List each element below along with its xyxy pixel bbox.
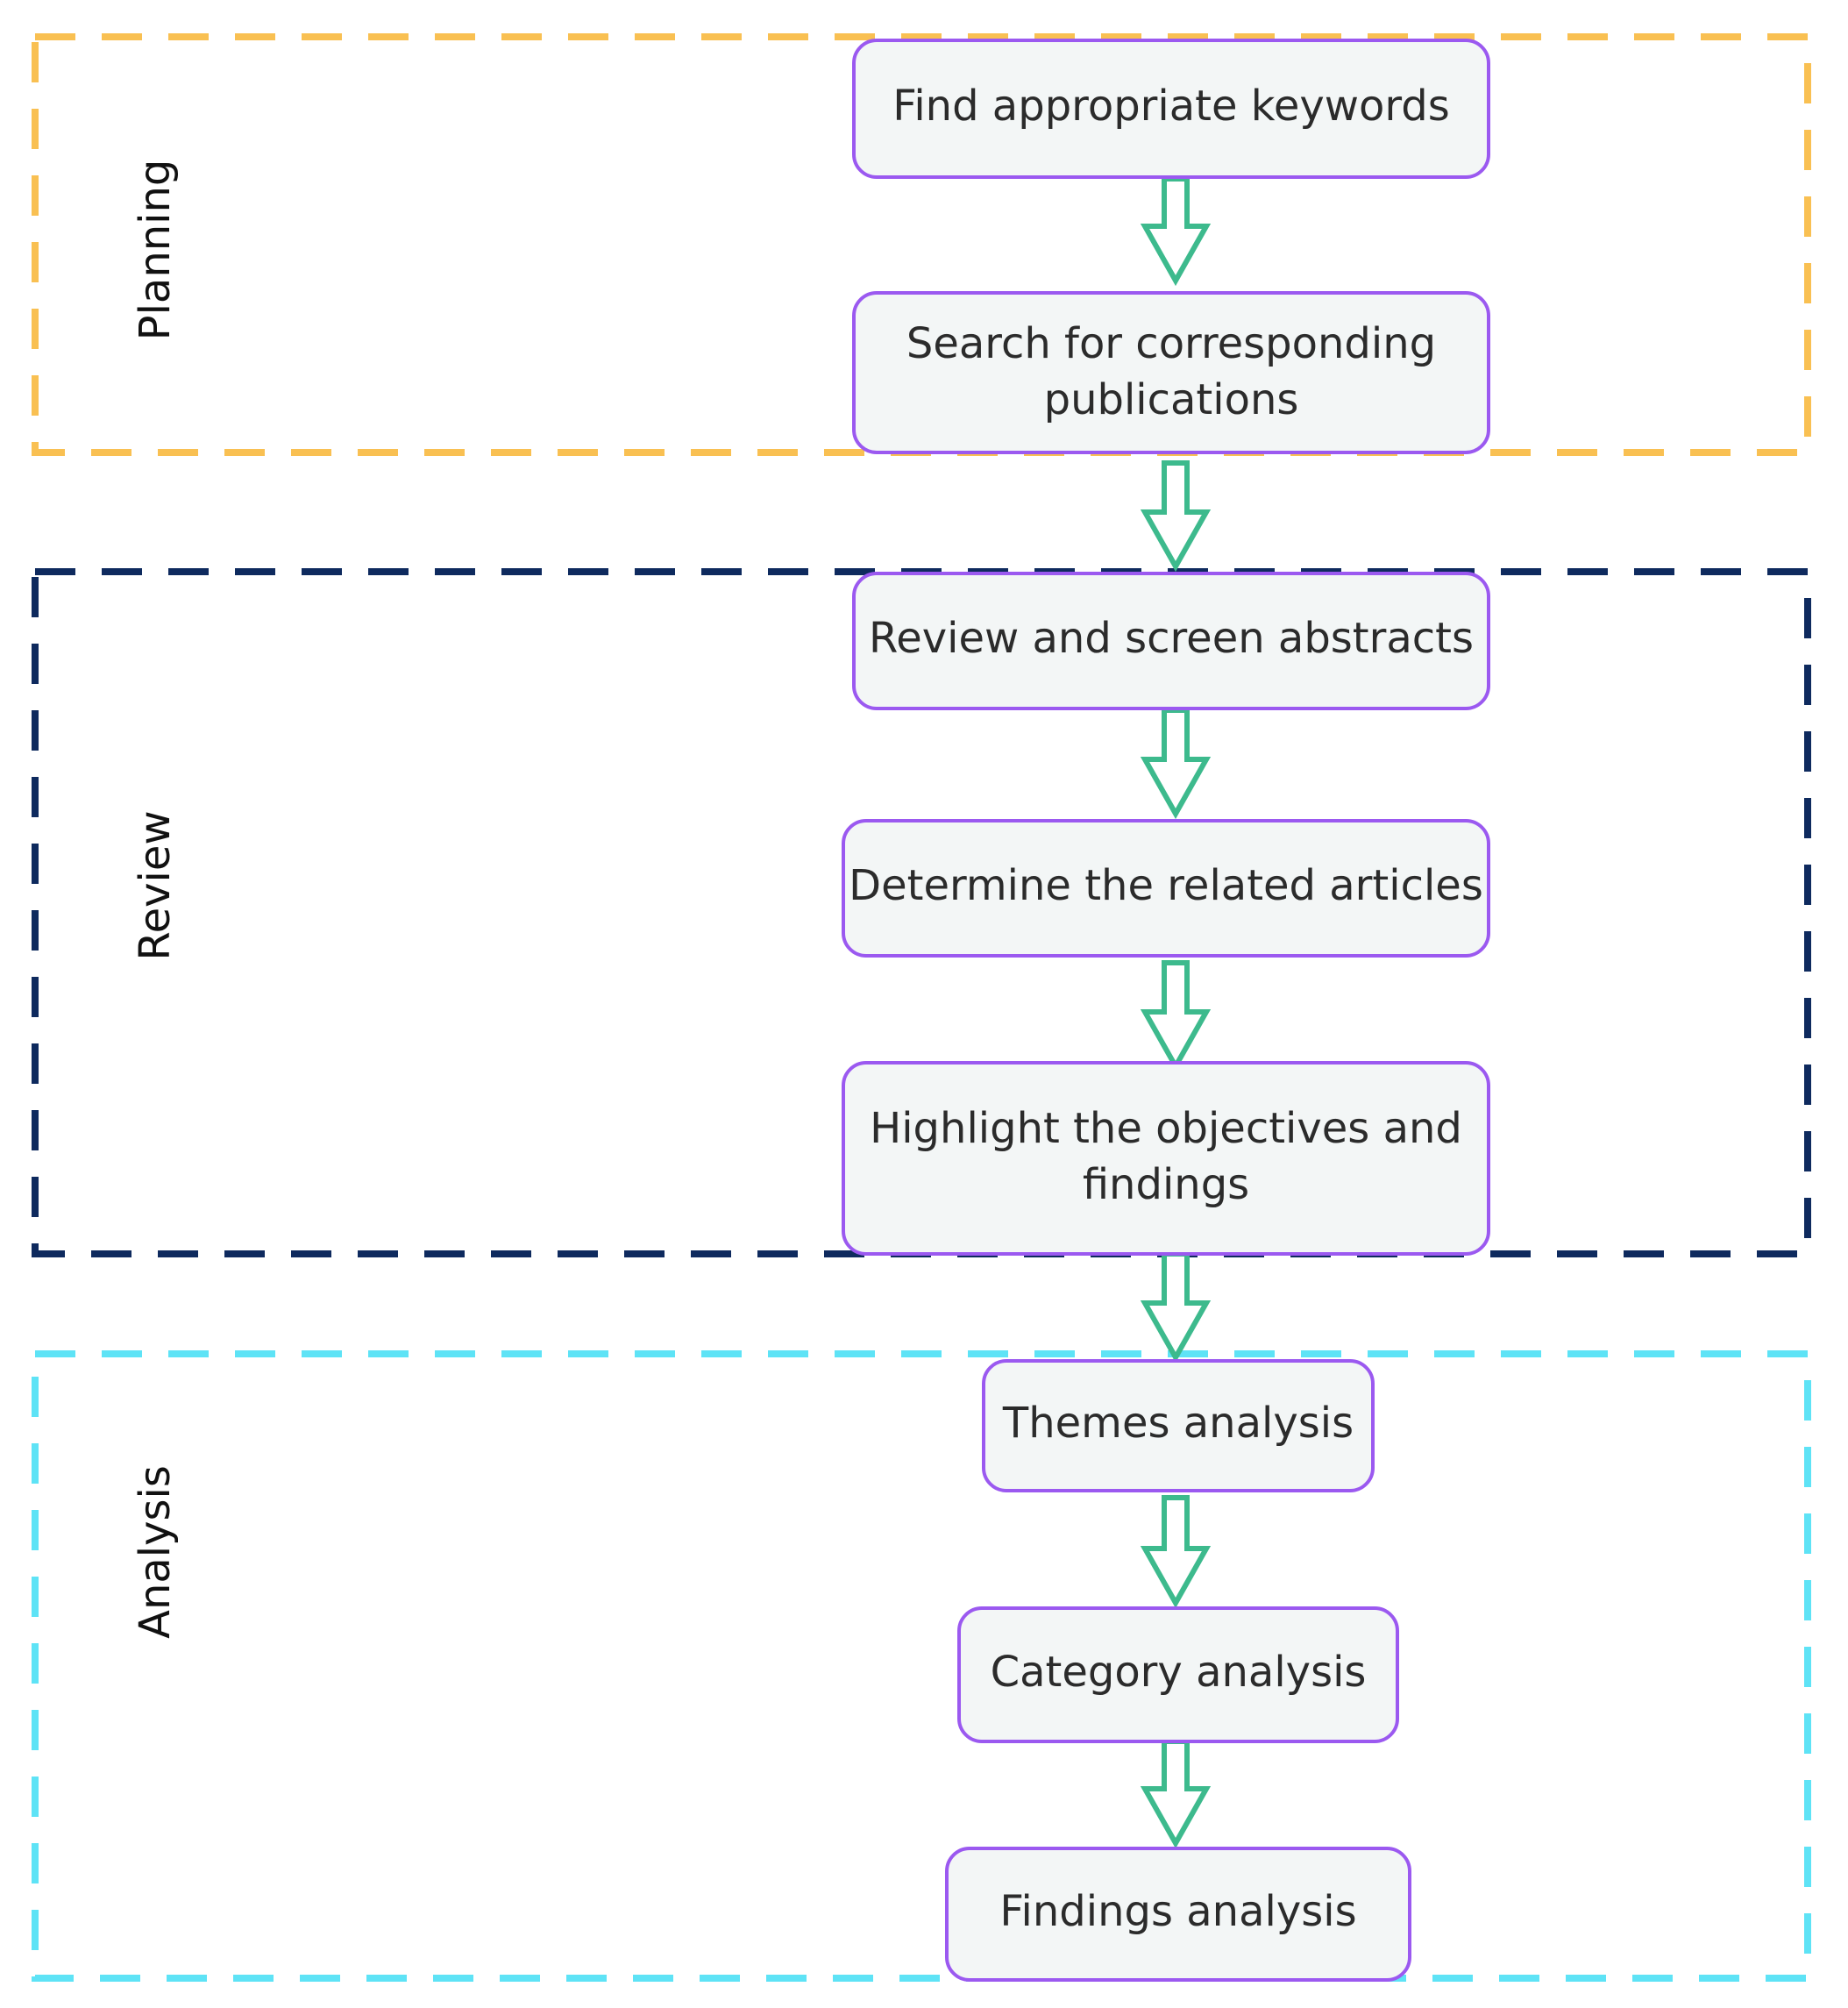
step-search-publications: Search for corresponding publications — [852, 291, 1490, 454]
step-category-analysis: Category analysis — [957, 1606, 1399, 1743]
stage-label-review: Review — [131, 810, 180, 960]
stage-label-planning: Planning — [131, 160, 180, 341]
stage-label-analysis: Analysis — [131, 1465, 180, 1639]
arrow-7-to-8 — [1140, 1739, 1212, 1849]
step-themes-analysis: Themes analysis — [982, 1359, 1375, 1492]
arrow-2-to-3 — [1140, 460, 1212, 573]
step-label-line-1: Search for corresponding — [906, 319, 1436, 368]
step-label: Findings analysis — [999, 1887, 1356, 1936]
arrow-1-to-2 — [1140, 176, 1212, 287]
arrow-3-to-4 — [1140, 708, 1212, 820]
arrow-5-to-6 — [1140, 1251, 1212, 1364]
arrow-6-to-7 — [1140, 1495, 1212, 1609]
step-label: Find appropriate keywords — [892, 82, 1450, 131]
step-find-keywords: Find appropriate keywords — [852, 39, 1490, 179]
step-determine-articles: Determine the related articles — [842, 819, 1490, 958]
step-findings-analysis: Findings analysis — [945, 1847, 1411, 1982]
step-label: Themes analysis — [1002, 1399, 1354, 1448]
arrow-4-to-5 — [1140, 960, 1212, 1072]
step-review-abstracts: Review and screen abstracts — [852, 572, 1490, 710]
step-label-line-2: findings — [1083, 1160, 1249, 1209]
step-label-line-2: publications — [1044, 375, 1299, 424]
step-label-line-1: Highlight the objectives and — [870, 1104, 1462, 1153]
step-label: Determine the related articles — [849, 861, 1483, 910]
step-label: Review and screen abstracts — [869, 614, 1474, 663]
step-highlight-objectives: Highlight the objectives and findings — [842, 1061, 1490, 1256]
stage-border-analysis — [32, 1350, 1811, 1982]
step-label: Category analysis — [991, 1648, 1367, 1697]
